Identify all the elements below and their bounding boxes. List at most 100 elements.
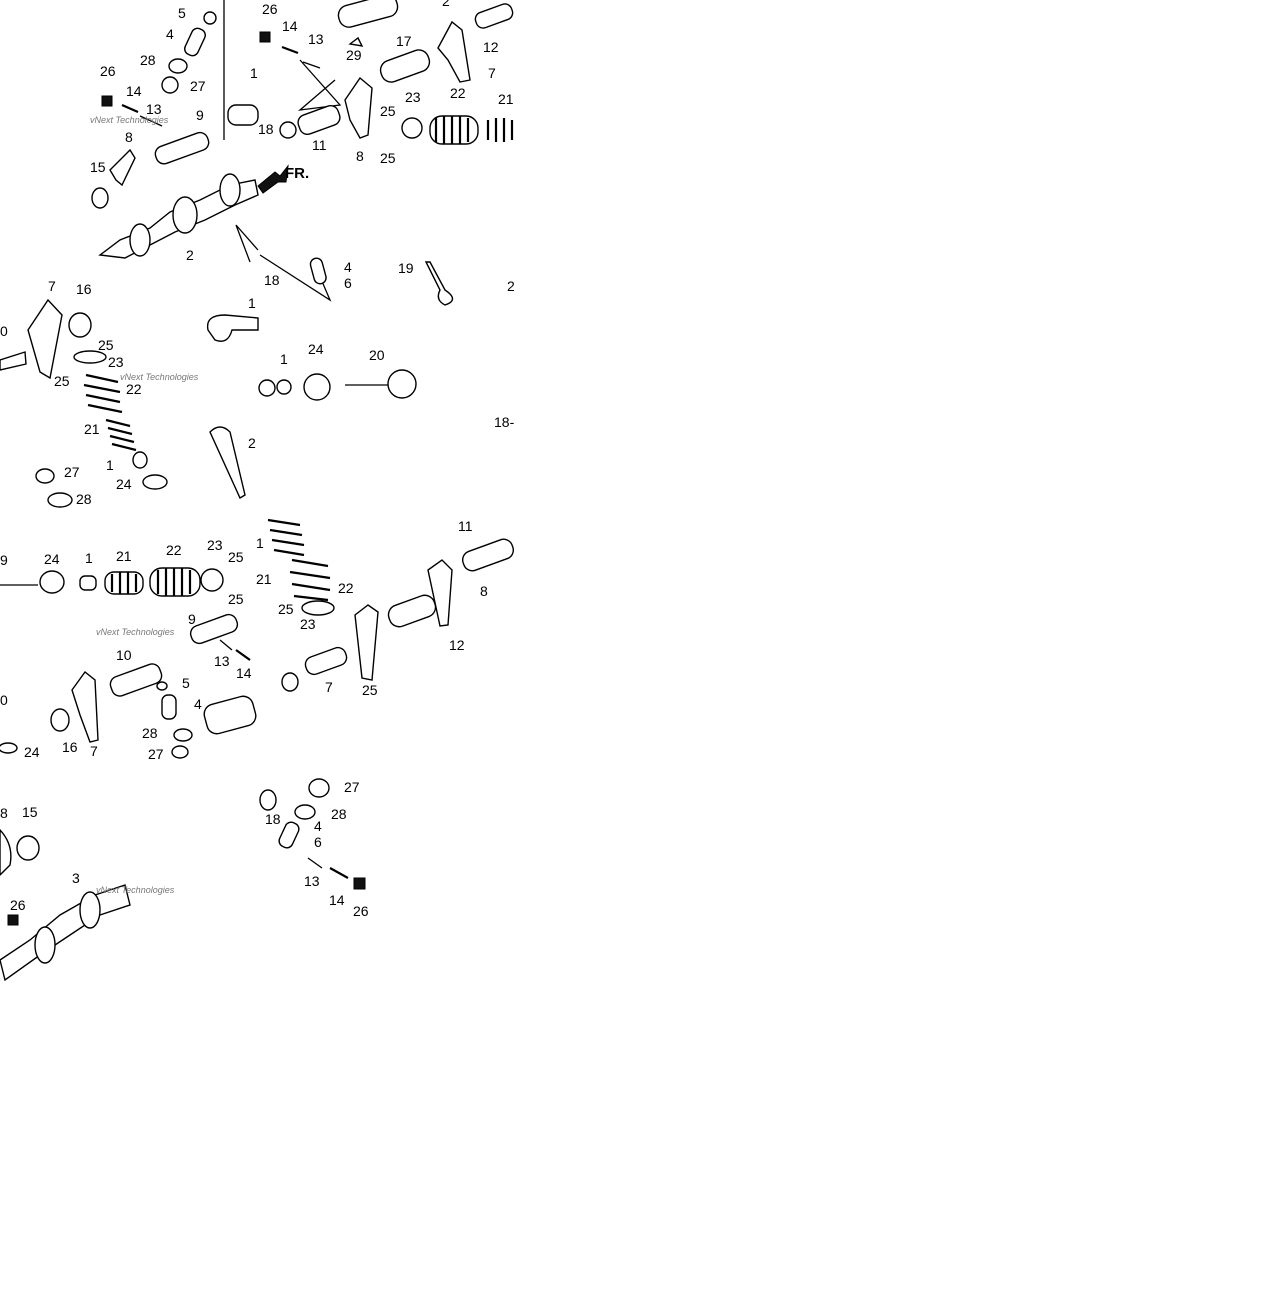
callout: 9 [196, 107, 204, 123]
callout: 24 [116, 476, 132, 492]
callout: 12 [483, 39, 499, 55]
shaft-9e [189, 613, 239, 645]
plug-5 [203, 11, 217, 25]
camshaft [98, 173, 259, 259]
callout: 26 [100, 63, 116, 79]
tile-bottom-labels: 8 15 3 26 18 27 28 4 6 13 14 26 vNext Te… [0, 779, 369, 919]
pin-4b [309, 257, 327, 285]
pin-13g [307, 857, 323, 869]
callout: 0 [0, 692, 8, 708]
spring-22e [149, 567, 201, 597]
callout: 22 [126, 381, 142, 397]
collar-16 [68, 312, 92, 338]
seat-24d [303, 373, 331, 401]
washer-28g [294, 804, 316, 820]
camshaft-g [0, 884, 131, 982]
callout: 18 [265, 811, 281, 827]
callout: 29 [346, 47, 362, 63]
spring-14b [281, 45, 299, 55]
callout: 16 [62, 739, 78, 755]
callout: 25 [362, 682, 378, 698]
callout: 6 [314, 834, 322, 850]
callout: 15 [90, 159, 106, 175]
collar-18g [259, 789, 277, 811]
callout: 14 [126, 83, 142, 99]
watermark: vNext Technologies [96, 627, 175, 637]
bolt-26b [259, 31, 271, 43]
callout: 24 [44, 551, 60, 567]
spring-21f [267, 518, 305, 557]
spring-21 [486, 118, 514, 142]
bolt-26 [101, 95, 113, 107]
washer-28c [47, 492, 73, 508]
retainer-23e [200, 568, 224, 592]
camshaft-piece [203, 695, 257, 735]
blank-region [514, 0, 1285, 770]
callout: 27 [64, 464, 80, 480]
spring-22c [83, 373, 123, 414]
valve-head-20 [387, 369, 417, 399]
pin-13b [302, 61, 321, 69]
callout: 7 [325, 679, 333, 695]
callout: 25 [228, 549, 244, 565]
sleeve-17 [379, 49, 431, 83]
callout: 22 [338, 580, 354, 596]
valve-head [206, 314, 259, 342]
callout: 28 [76, 491, 92, 507]
callout: 18 [258, 121, 274, 137]
callout: 8 [480, 583, 488, 599]
callout: 26 [10, 897, 26, 913]
spring-22 [429, 115, 479, 145]
callout: 0 [0, 323, 8, 339]
pin-4e [161, 694, 177, 720]
callout: 10 [116, 647, 132, 663]
washer-28e [173, 728, 193, 742]
callout: 13 [304, 873, 320, 889]
callout: 4 [194, 696, 202, 712]
callout: 21 [116, 548, 132, 564]
shaft-top [337, 0, 399, 28]
callout: 1 [85, 550, 93, 566]
tile-top-labels: 5 4 28 27 26 14 13 9 8 15 2 26 14 13 29 … [90, 0, 515, 294]
shaft-10e [109, 663, 163, 697]
callout: 25 [278, 601, 294, 617]
callout: 5 [178, 5, 186, 21]
callout: 11 [312, 137, 327, 153]
collar-18 [279, 121, 297, 139]
callout: 2 [442, 0, 450, 9]
callout: 24 [24, 744, 40, 760]
pin-13 [139, 115, 163, 127]
sleeve-17f [387, 594, 437, 628]
callout: 14 [282, 18, 298, 34]
tile-middle-upper [0, 298, 417, 508]
callout: 5 [182, 675, 190, 691]
callout: 19 [398, 260, 414, 276]
rocker-8 [109, 148, 136, 187]
pin-4g [278, 821, 300, 849]
callout: 2 [186, 247, 194, 263]
callout: 18 [264, 272, 280, 288]
collar-15 [91, 187, 109, 209]
callout: 23 [300, 616, 316, 632]
callout: 8 [125, 129, 133, 145]
cap-27 [161, 76, 179, 94]
callout: 1 [106, 457, 114, 473]
retainer-23f [301, 600, 335, 616]
callout: 26 [262, 1, 278, 17]
callout: 27 [190, 78, 206, 94]
rocker-7f [354, 604, 379, 681]
callout: 17 [396, 33, 412, 49]
seat-24c [142, 474, 168, 490]
seat-24f [0, 742, 18, 754]
callout: 4 [166, 26, 174, 42]
rocker-8b [344, 76, 373, 139]
callout: 13 [214, 653, 230, 669]
shaft-left [227, 104, 259, 126]
callout: 24 [308, 341, 324, 357]
callout: 4 [314, 818, 322, 834]
bolt-26h [353, 877, 366, 890]
callout: 18- [494, 414, 515, 430]
callout: 4 [344, 259, 352, 275]
callout: 27 [148, 746, 164, 762]
